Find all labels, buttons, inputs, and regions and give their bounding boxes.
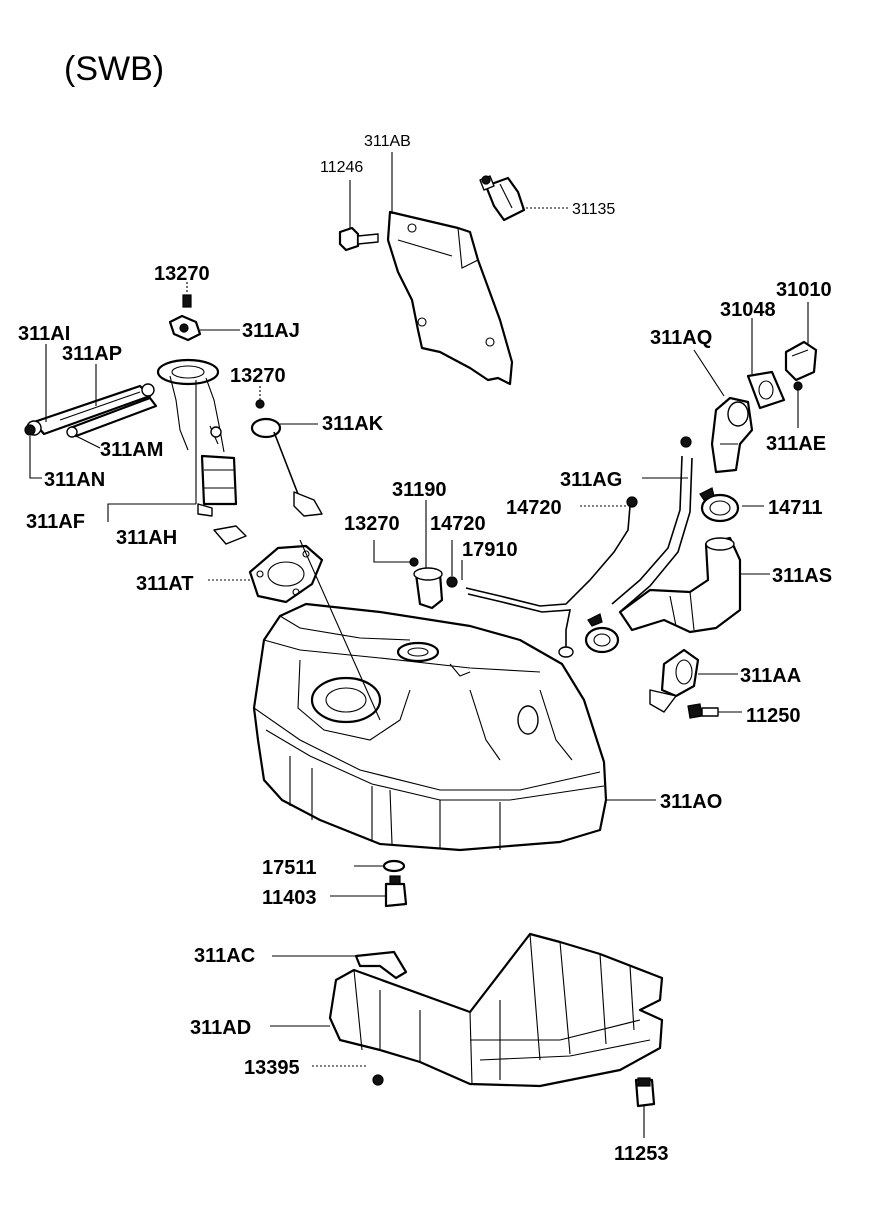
drain-plug-11403 <box>384 875 408 908</box>
sender-31135 <box>479 175 526 222</box>
clip-13270-top <box>182 294 192 308</box>
label-311am: 311AM <box>100 439 163 461</box>
heat-shield-bracket <box>386 210 514 386</box>
leader-13270-center <box>373 540 410 563</box>
label-311an: 311AN <box>44 469 105 491</box>
bolt-11250 <box>687 703 719 719</box>
label-11246: 11246 <box>320 159 363 176</box>
hose-clamp-14711 <box>699 487 740 523</box>
label-14720-center: 14720 <box>430 513 486 535</box>
strainer-311ah <box>213 525 247 545</box>
label-13270-center: 13270 <box>344 513 400 535</box>
leader-311af <box>107 503 196 522</box>
label-31010: 31010 <box>776 279 832 301</box>
gauge-gasket-311ak <box>250 417 323 517</box>
bracket-311aa <box>649 648 700 713</box>
label-311ae: 311AE <box>766 433 826 455</box>
label-311aj: 311AJ <box>242 320 300 342</box>
label-311at: 311AT <box>136 573 193 595</box>
gasket-31048 <box>746 370 786 410</box>
label-31135: 31135 <box>572 201 615 218</box>
washer-17511 <box>382 859 406 873</box>
leader-311aq <box>693 349 725 397</box>
label-13270-top: 13270 <box>154 263 210 285</box>
label-311aq: 311AQ <box>650 327 712 349</box>
label-311ai: 311AI <box>18 323 70 345</box>
label-13270-mid: 13270 <box>230 365 286 387</box>
clip-14720-right <box>626 496 638 508</box>
leader-311am <box>75 435 101 449</box>
label-311aa: 311AA <box>740 665 801 687</box>
label-311ak: 311AK <box>322 413 384 435</box>
skid-plate-311ad <box>328 932 664 1088</box>
label-311ac: 311AC <box>194 945 255 967</box>
bracket-311ac <box>354 950 408 980</box>
clip-14720-center <box>446 576 458 588</box>
clamp-311aj <box>168 314 202 342</box>
nut-13395 <box>372 1074 384 1086</box>
fuel-pump-assembly <box>156 358 238 517</box>
bolt-11246 <box>338 226 379 252</box>
label-311ap: 311AP <box>62 343 122 365</box>
valve-31190 <box>413 567 444 610</box>
clip-13270-mid <box>255 399 265 409</box>
label-311ab: 311AB <box>364 133 411 150</box>
vapor-hose-17910 <box>465 505 631 658</box>
fuel-hose-311am <box>66 396 158 438</box>
label-311af: 311AF <box>26 511 85 533</box>
label-311ad: 311AD <box>190 1017 251 1039</box>
label-17511: 17511 <box>262 857 317 879</box>
label-13395: 13395 <box>244 1057 300 1079</box>
bolt-11253 <box>634 1077 656 1108</box>
label-311ag: 311AG <box>560 469 622 491</box>
label-311ah: 311AH <box>116 527 177 549</box>
diagram-title: (SWB) <box>64 50 164 88</box>
label-14711: 14711 <box>768 497 823 519</box>
leader-311an <box>29 436 42 479</box>
label-11403: 11403 <box>262 887 317 909</box>
fuel-tank-311ao <box>252 539 608 852</box>
label-31048: 31048 <box>720 299 776 321</box>
label-14720-right: 14720 <box>506 497 562 519</box>
clip-311ag <box>680 436 692 448</box>
plate-gasket-311at <box>248 544 324 604</box>
hose-clamp-lower <box>584 613 620 654</box>
filler-hose-311as <box>618 536 742 634</box>
label-31190: 31190 <box>392 479 447 501</box>
label-311ao: 311AO <box>660 791 722 813</box>
clip-13270-center <box>409 557 419 567</box>
screw-311ae <box>793 381 803 391</box>
label-17910: 17910 <box>462 539 518 561</box>
clamp-311an <box>24 424 36 436</box>
filler-neck-311aq <box>710 396 754 474</box>
label-11250: 11250 <box>746 705 801 727</box>
label-11253: 11253 <box>614 1143 669 1165</box>
fuel-cap-31010 <box>784 340 818 382</box>
breather-hose-311ag <box>611 455 693 611</box>
label-311as: 311AS <box>772 565 832 587</box>
